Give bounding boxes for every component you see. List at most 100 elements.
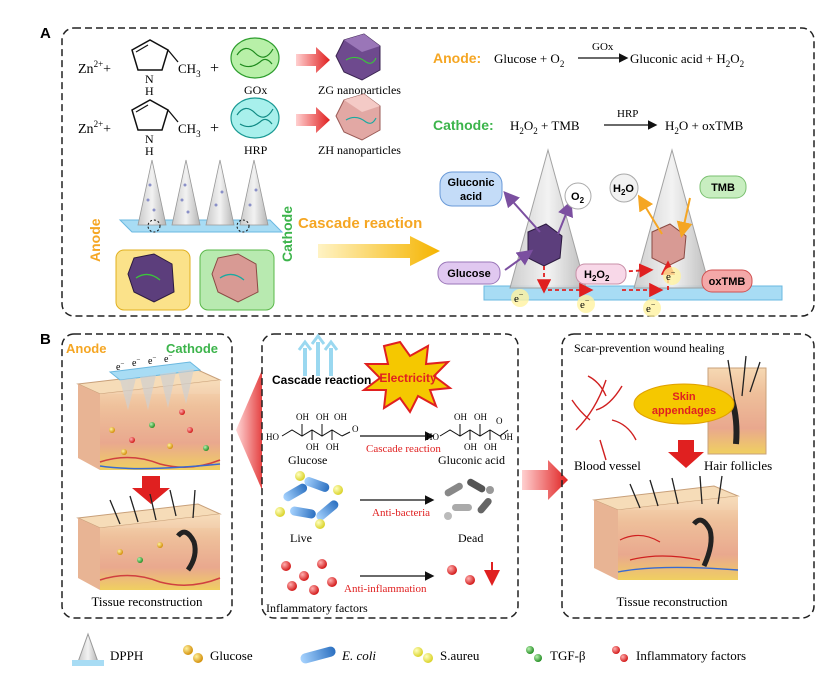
svg-text:GOx: GOx: [592, 41, 614, 53]
panel-b-middle-frame: [261, 333, 519, 619]
svg-text:N: N: [145, 132, 154, 146]
svg-text:+: +: [210, 120, 219, 137]
anti-bacteria-label: Anti-bacteria: [372, 507, 430, 519]
cascade-arrow: [318, 236, 440, 266]
tmb-badge: TMB: [699, 175, 747, 199]
svg-text:HO: HO: [426, 432, 439, 442]
imidazole-icon: N H CH3: [131, 39, 201, 98]
inflammatory-factors-icon: [281, 559, 337, 595]
oxtmb-badge: oxTMB: [701, 269, 753, 293]
left-caption: Tissue reconstruction: [91, 594, 203, 609]
dead-bacteria-icon: [444, 478, 494, 520]
svg-text:Cathode:: Cathode:: [433, 117, 494, 133]
svg-text:Anode:: Anode:: [433, 50, 481, 66]
svg-text:Zn2++: Zn2++: [78, 119, 111, 137]
svg-text:H2O2: H2O2: [584, 269, 610, 283]
panel-b-label: B: [40, 331, 51, 348]
svg-text:O: O: [496, 416, 503, 426]
glucose-structure: [281, 424, 351, 440]
svg-text:H2O + oxTMB: H2O + oxTMB: [665, 118, 744, 136]
svg-text:H: H: [145, 144, 154, 158]
patch-anode-label: Anode: [87, 218, 103, 262]
glucose-caption: Glucose: [288, 453, 327, 467]
right-caption: Tissue reconstruction: [616, 594, 728, 609]
svg-text:e−: e−: [132, 356, 140, 369]
legend-label: S.aureu: [440, 648, 480, 663]
anode-equation: Anode: Glucose + O2 GOx Gluconic acid + …: [433, 41, 744, 69]
live-bacteria-icon: [275, 471, 343, 529]
svg-text:TMB: TMB: [711, 182, 735, 194]
svg-text:Gluconic: Gluconic: [447, 177, 494, 189]
legend-label: TGF-β: [550, 648, 586, 663]
svg-text:e−: e−: [116, 360, 124, 373]
svg-text:OH: OH: [464, 442, 477, 452]
gluconic-labels: OH OH HO OH OH O OH: [426, 412, 513, 452]
svg-text:O: O: [352, 424, 359, 434]
imidazole-icon: N H CH3: [131, 99, 201, 158]
cascade-title: Cascade reaction: [272, 373, 371, 387]
saureus-icon: [413, 647, 433, 663]
cascade-reaction-label: Cascade reaction: [298, 215, 422, 232]
svg-text:OH: OH: [296, 412, 309, 422]
svg-text:CH3: CH3: [178, 61, 201, 79]
zg-nanoparticle-icon: [335, 33, 381, 81]
legend-label: E. coli: [341, 648, 376, 663]
h2o2-badge: H2O2: [575, 263, 627, 285]
skin-electron-labels: e− e− e− e−: [116, 352, 172, 373]
svg-text:ZH nanoparticles: ZH nanoparticles: [318, 143, 401, 157]
svg-text:e−: e−: [580, 296, 590, 311]
svg-text:Glucose: Glucose: [447, 268, 490, 280]
zoom-wedge-left: [236, 370, 262, 490]
svg-text:OH: OH: [474, 412, 487, 422]
svg-text:HRP: HRP: [617, 108, 638, 120]
ecoli-icon: [300, 646, 336, 664]
legend-label: DPPH: [110, 648, 143, 663]
gluconic-caption: Gluconic acid: [438, 453, 505, 467]
svg-text:HO: HO: [266, 432, 279, 442]
svg-text:OH: OH: [316, 412, 329, 422]
svg-text:OH: OH: [484, 442, 497, 452]
panel-a-frame: [61, 27, 815, 317]
microneedle-patch: [118, 159, 284, 233]
svg-text:Glucose + O2: Glucose + O2: [494, 51, 564, 69]
legend-label: Glucose: [210, 648, 253, 663]
cathode-zoom-box: [199, 249, 275, 311]
skin-anode-label: Anode: [66, 341, 106, 356]
gox-enzyme-icon: [230, 37, 280, 79]
svg-text:H2O: H2O: [613, 183, 634, 197]
patch-cathode-label: Cathode: [279, 206, 295, 262]
svg-text:Skin: Skin: [672, 391, 696, 403]
svg-text:OH: OH: [306, 442, 319, 452]
blood-vessel-label: Blood vessel: [574, 458, 641, 473]
panel-b-right-frame: [561, 333, 815, 619]
svg-text:e−: e−: [164, 352, 172, 365]
hair-follicles-label: Hair follicles: [704, 458, 772, 473]
svg-text:ZG nanoparticles: ZG nanoparticles: [318, 83, 401, 97]
svg-text:+: +: [210, 60, 219, 77]
synthesis-row-zh: Zn2++ N H CH3 + HRP ZH nanoparticles: [78, 93, 401, 158]
svg-text:O2: O2: [571, 191, 585, 205]
svg-text:HRP: HRP: [244, 143, 268, 157]
panel-a-label: A: [40, 25, 51, 42]
svg-text:OH: OH: [326, 442, 339, 452]
inflammatory-caption: Inflammatory factors: [266, 601, 368, 615]
svg-text:OH: OH: [334, 412, 347, 422]
skin-block-bottom: [76, 489, 222, 590]
gluconic-structure: [439, 424, 509, 440]
cathode-equation: Cathode: H2O2 + TMB HRP H2O + oxTMB: [433, 108, 744, 136]
legend-label: Inflammatory factors: [636, 648, 746, 663]
synthesis-arrow: [296, 47, 330, 73]
dpph-icon: [72, 632, 104, 666]
inflammatory-icon: [612, 646, 628, 662]
svg-text:Electricity: Electricity: [379, 371, 437, 385]
zh-nanoparticle-icon: [335, 93, 381, 141]
svg-text:Zn2++: Zn2++: [78, 59, 111, 77]
svg-text:e−: e−: [646, 300, 656, 315]
svg-text:H: H: [145, 84, 154, 98]
glucose-badge: Glucose: [437, 261, 501, 285]
right-title: Scar-prevention wound healing: [574, 341, 724, 355]
svg-text:OH: OH: [500, 432, 513, 442]
tgf-icon: [526, 646, 542, 662]
cascade-arrow-label: Cascade reaction: [366, 443, 441, 455]
